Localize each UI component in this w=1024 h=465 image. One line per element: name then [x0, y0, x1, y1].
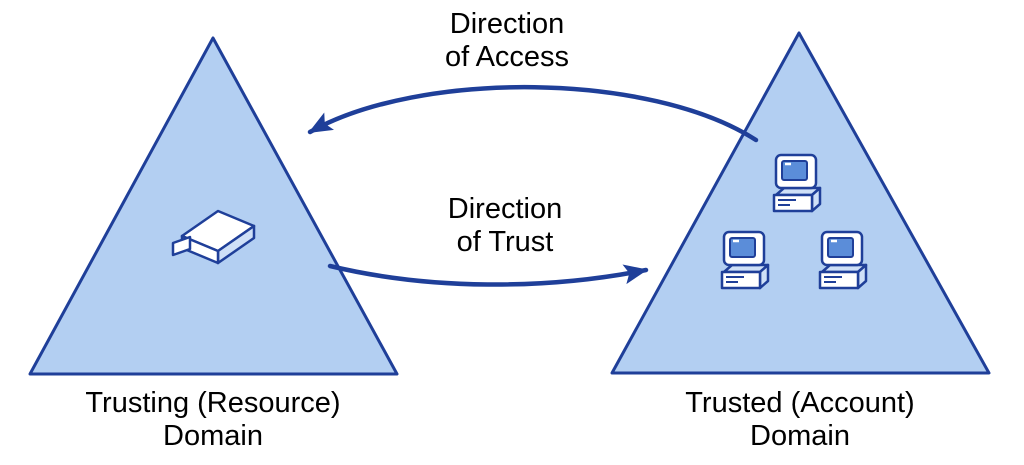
trusted-domain-label-line2: Domain — [750, 420, 850, 452]
direction-of-access-arrow — [307, 85, 759, 143]
computer-icon — [818, 230, 868, 290]
trusted-domain-label-line1: Trusted (Account) — [685, 387, 914, 419]
computer-icon — [772, 153, 822, 213]
resource-book-icon — [171, 209, 256, 265]
trust-label-line2: of Trust — [457, 226, 554, 258]
trusting-domain-triangle — [28, 36, 399, 376]
access-label-line2: of Access — [445, 41, 569, 73]
access-label-line1: Direction — [450, 8, 564, 40]
trusting-domain-label-line2: Domain — [163, 420, 263, 452]
computer-icon — [720, 230, 770, 290]
direction-of-trust-arrow — [327, 263, 649, 287]
trust-label-line1: Direction — [448, 193, 562, 225]
trusting-domain-label-line1: Trusting (Resource) — [85, 387, 340, 419]
